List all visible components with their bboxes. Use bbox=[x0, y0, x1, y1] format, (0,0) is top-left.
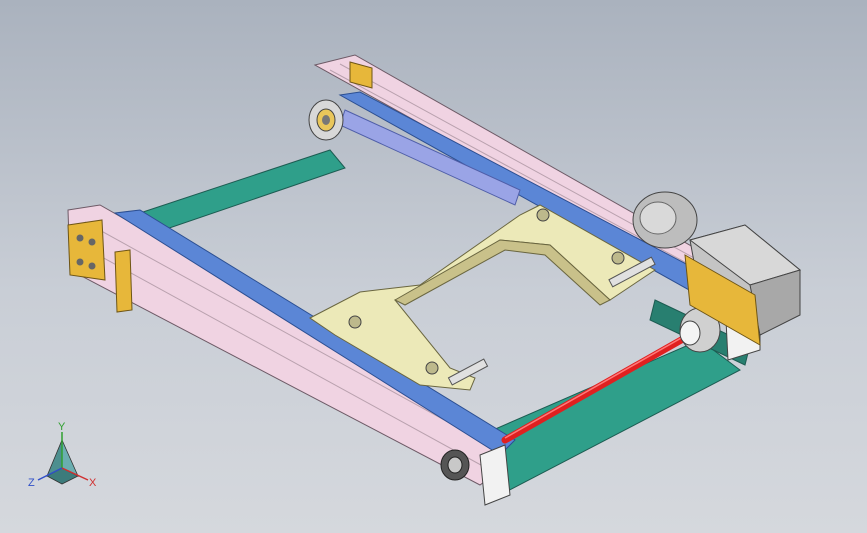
belt-front bbox=[113, 209, 516, 456]
end-cap-back bbox=[349, 61, 373, 89]
triad-label-z: Z bbox=[28, 477, 35, 489]
rail-end-front bbox=[479, 444, 511, 506]
end-plate-left bbox=[67, 219, 106, 281]
pulley-back bbox=[308, 99, 344, 141]
rail-front bbox=[67, 204, 506, 486]
mount-hole bbox=[611, 251, 625, 265]
triad-label-x: X bbox=[89, 477, 97, 489]
pulley-right bbox=[679, 307, 721, 353]
end-block-left bbox=[114, 249, 133, 313]
mount-hole bbox=[425, 361, 439, 375]
triad-label-y: Y bbox=[58, 421, 66, 433]
stepper-motor bbox=[632, 191, 802, 346]
mount-hole bbox=[536, 208, 550, 222]
coordinate-triad-icon[interactable]: Y X Z bbox=[28, 421, 97, 489]
base-plate-bottom bbox=[469, 339, 741, 496]
mount-hole bbox=[348, 315, 362, 329]
drive-shaft bbox=[501, 331, 694, 444]
bearing-front bbox=[440, 449, 470, 481]
